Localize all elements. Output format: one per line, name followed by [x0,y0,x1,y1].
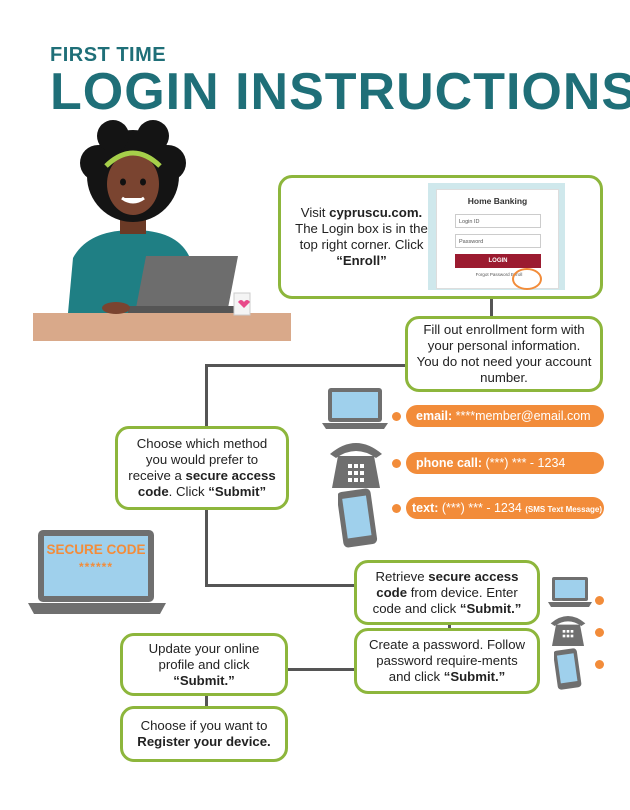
password-field: Password [455,234,541,248]
title-small: FIRST TIME [50,44,167,66]
text-segment: Choose which method you would prefer to … [128,436,268,483]
woman-laptop-illustration [33,120,291,341]
text-segment: Retrieve [375,568,429,584]
connector-line [205,364,410,367]
text-bold: secure access [185,468,276,483]
text-segment: Update your online profile and click [148,640,260,672]
option-dot [392,504,401,513]
option-text-value: (***) *** - 1234 [438,501,526,515]
option-dot [392,412,401,421]
step-update-profile-text: Update your online profile and click “Su… [131,641,277,689]
secure-code-label: SECURE CODE [46,542,146,557]
step-enrollment-text: Fill out enrollment form with your perso… [416,322,592,385]
laptop-icon-small [548,577,592,607]
connector-line [285,668,357,671]
secure-code-mask: ****** [78,560,114,574]
option-email-label: email: [416,409,453,423]
login-id-field: Login ID [455,214,541,228]
secure-code-laptop-icon [28,530,166,614]
text-segment: Create a password. Follow password requi… [368,637,526,684]
option-dot [595,596,604,605]
step-visit-site-text: Visit cypruscu.com. The Login box is in … [289,205,434,269]
mobile-phone-icon-small [554,648,582,690]
text-segment: Choose if you want to [140,718,268,733]
connector-line [205,584,355,587]
enroll-label: “Enroll” [336,253,387,268]
step-create-password: Create a password. Follow password requi… [354,628,540,694]
enroll-highlight-circle [512,268,542,290]
submit-label: “Submit.” [173,672,235,688]
option-email-value: ****member@email.com [452,409,591,423]
option-text[interactable]: text: (***) *** - 1234 (SMS Text Message… [406,497,604,519]
submit-label: “Submit” [208,484,267,499]
laptop-icon [322,388,388,429]
step-register-device-text: Choose if you want to Register your devi… [131,718,277,750]
option-text-label: text: [412,501,439,515]
option-phone-call[interactable]: phone call: (***) *** - 1234 [406,452,604,474]
login-links: Forgot Password Enroll [475,272,523,277]
submit-label: “Submit.” [443,669,506,684]
option-dot [595,660,604,669]
login-button: LOGIN [455,254,541,268]
option-dot [595,628,604,637]
login-heading: Home Banking [467,196,528,206]
option-phone-label: phone call: [416,456,482,470]
step-update-profile: Update your online profile and click “Su… [120,633,288,696]
option-email[interactable]: email: ****member@email.com [406,405,604,427]
option-phone-value: (***) *** - 1234 [481,456,566,470]
connector-line [490,295,493,317]
step-retrieve-code: Retrieve secure access code from device.… [354,560,540,625]
option-dot [392,459,401,468]
home-banking-screenshot: Home Banking Login ID Password LOGIN For… [428,183,565,290]
text-bold: code [137,484,169,499]
telephone-icon-small [550,616,586,646]
page-title: LOGIN INSTRUCTIONS [50,63,630,121]
step-enrollment-form: Fill out enrollment form with your perso… [405,316,603,392]
connector-line [205,695,208,707]
site-link[interactable]: cypruscu.com. [329,205,423,220]
mobile-phone-icon [338,488,378,548]
option-text-note: (SMS Text Message) [525,505,603,514]
telephone-icon [330,443,382,488]
step-retrieve-code-text: Retrieve secure access code from device.… [365,569,529,617]
text-segment: The Login box is in the top right corner… [295,221,428,252]
submit-label: “Submit.” [459,600,522,616]
text-segment: Visit [300,205,330,220]
step-register-device: Choose if you want to Register your devi… [120,706,288,762]
text-segment: from device. Enter code and click [372,584,518,616]
text-bold: Register your device. [137,734,271,749]
step-create-password-text: Create a password. Follow password requi… [365,637,529,685]
step-choose-method-text: Choose which method you would prefer to … [126,436,278,500]
text-bold: secure access code [376,568,519,600]
text-segment: . Click [168,484,209,499]
step-choose-method: Choose which method you would prefer to … [115,426,289,510]
